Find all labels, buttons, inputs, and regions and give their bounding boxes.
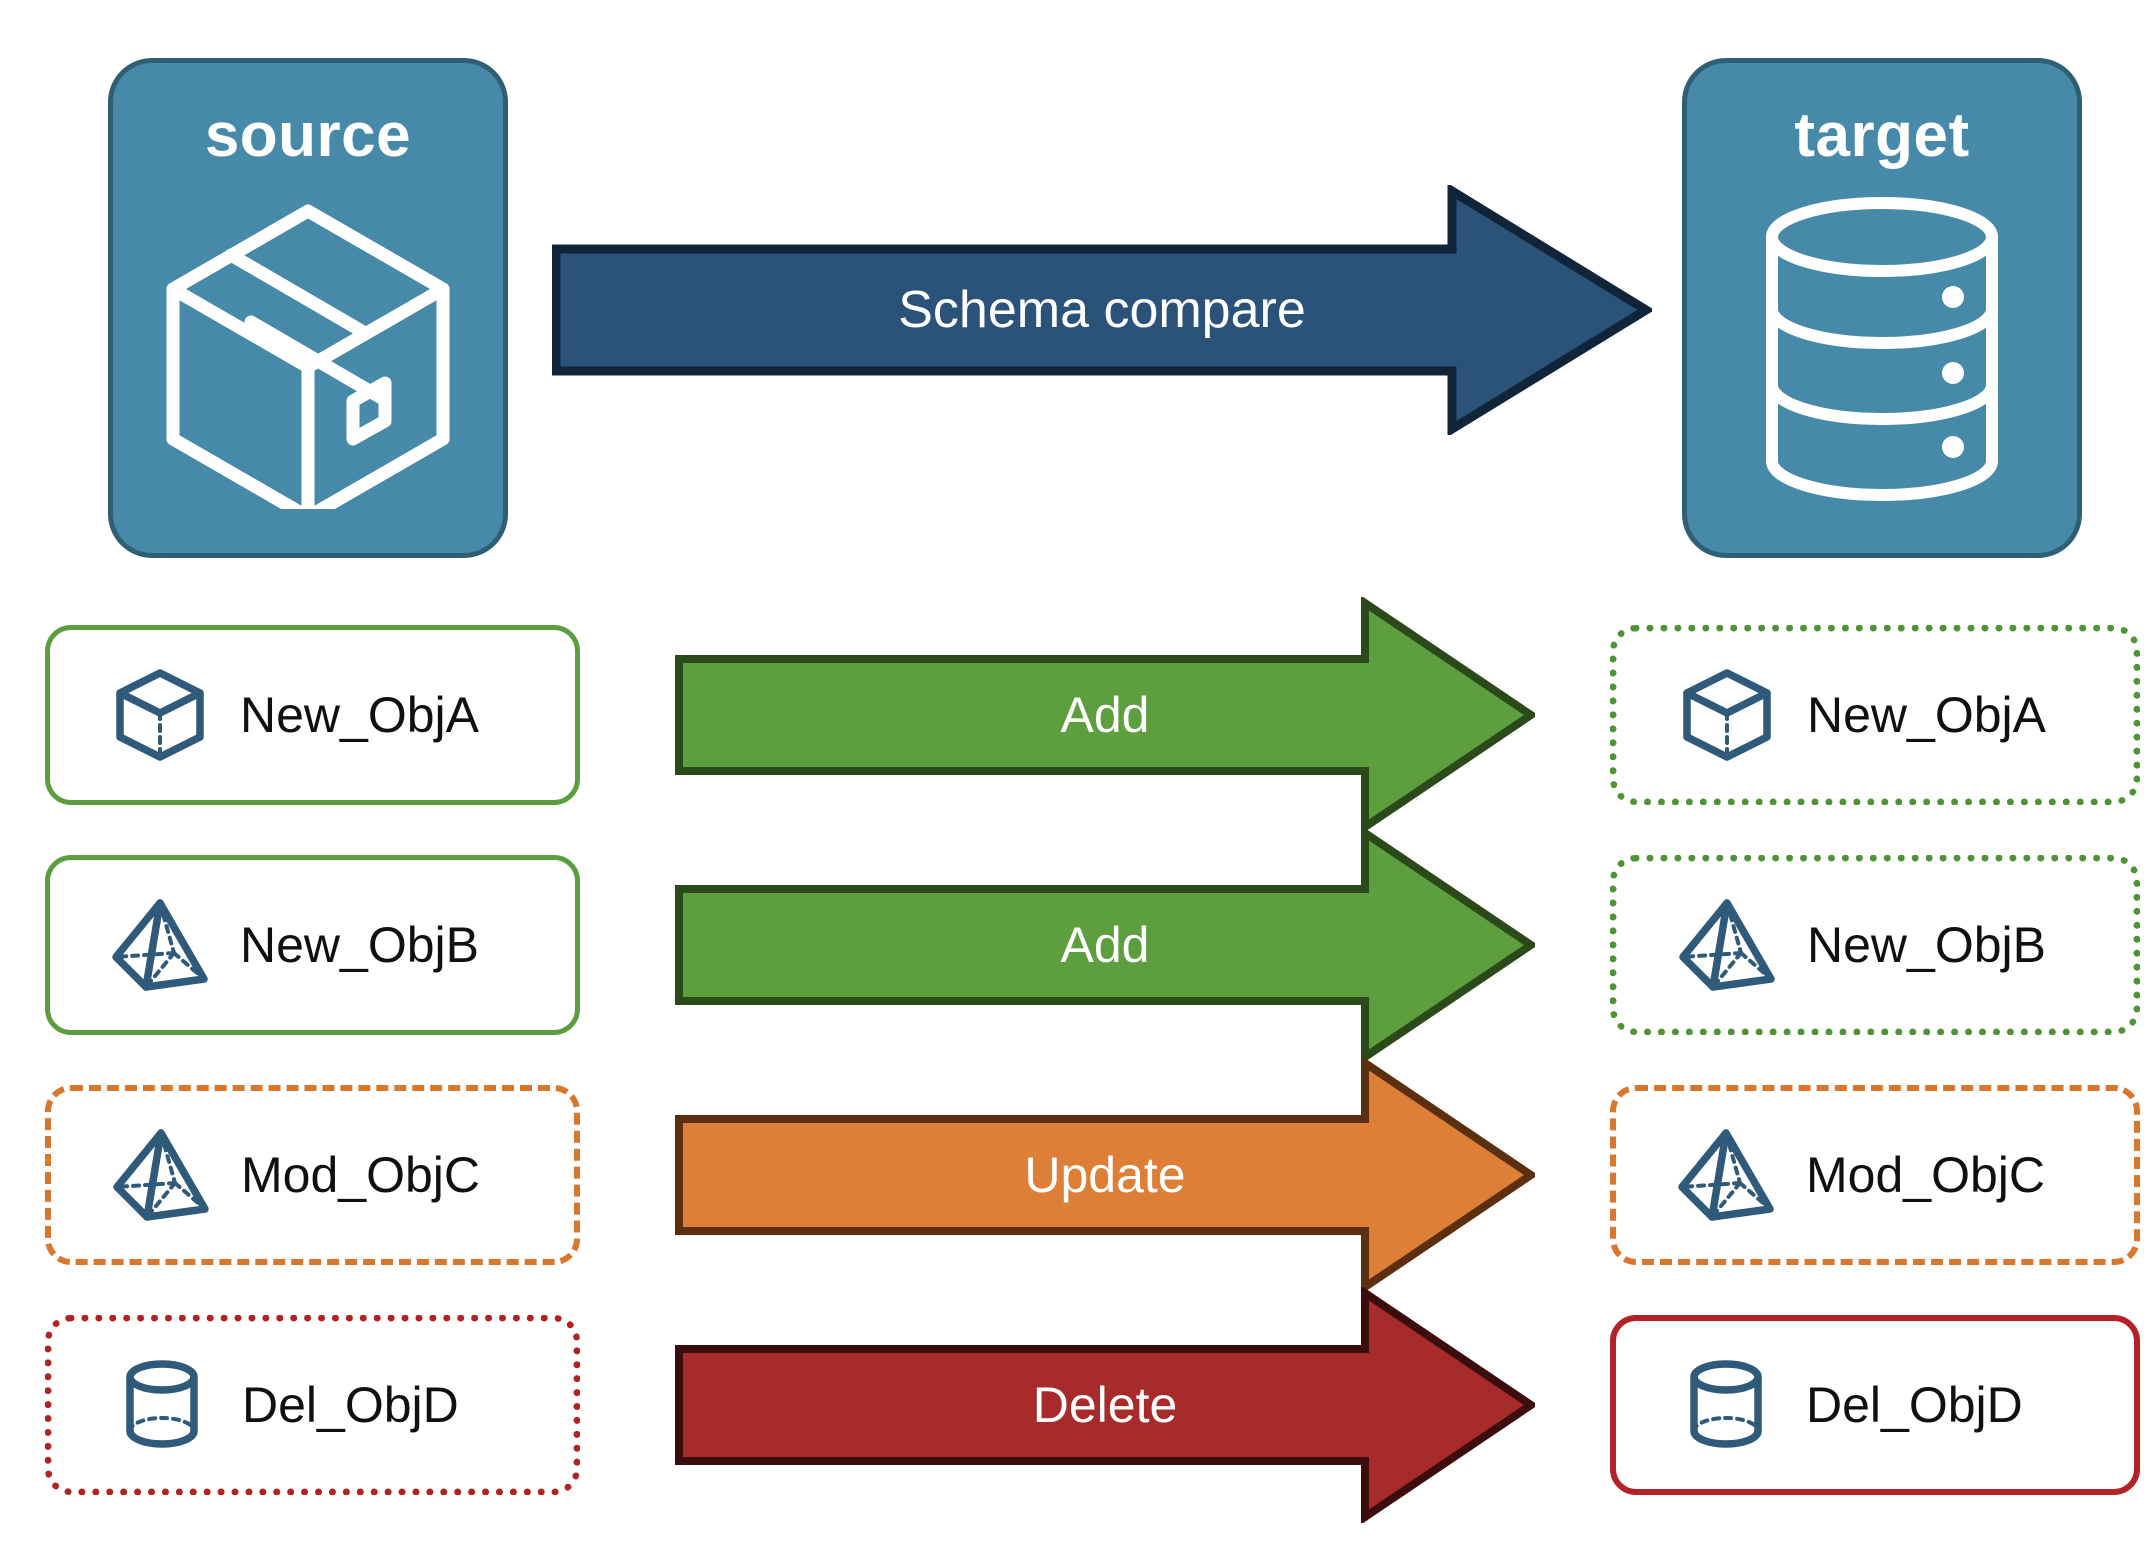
object-row: Del_ObjD Delete Del_ObjD (0, 1285, 2150, 1525)
package-box-icon (153, 189, 463, 524)
source-object-label: Mod_ObjC (241, 1147, 480, 1203)
update-arrow: Update (675, 1055, 1539, 1295)
pyramid-icon (108, 893, 212, 997)
source-object-card[interactable]: New_ObjA (45, 625, 580, 805)
target-object-label: Del_ObjD (1806, 1377, 2023, 1433)
cube-icon (1675, 663, 1779, 767)
object-row: Mod_ObjC Update (0, 1055, 2150, 1295)
source-object-label: Del_ObjD (242, 1377, 459, 1433)
source-title: source (204, 101, 412, 170)
source-object-card[interactable]: New_ObjB (45, 855, 580, 1035)
target-object-label: New_ObjB (1807, 917, 2046, 973)
pyramid-icon (109, 1123, 213, 1227)
cube-icon (108, 663, 212, 767)
delete-arrow: Delete (675, 1285, 1539, 1525)
source-object-label: New_ObjB (240, 917, 479, 973)
source-endpoint-card: source (108, 58, 508, 558)
target-object-card[interactable]: Mod_ObjC (1610, 1085, 2140, 1265)
database-cylinder-icon (1757, 189, 2007, 514)
cylinder-icon (1674, 1353, 1778, 1457)
source-object-label: New_ObjA (240, 687, 479, 743)
object-row: New_ObjA Add (0, 595, 2150, 835)
object-row: New_ObjB Add (0, 825, 2150, 1065)
target-object-card[interactable]: New_ObjB (1610, 855, 2140, 1035)
cylinder-icon (110, 1353, 214, 1457)
add-arrow: Add (675, 595, 1539, 835)
source-object-card[interactable]: Mod_ObjC (45, 1085, 580, 1265)
add-arrow: Add (675, 825, 1539, 1065)
target-object-label: Mod_ObjC (1806, 1147, 2045, 1203)
target-object-label: New_ObjA (1807, 687, 2046, 743)
schema-compare-arrow: Schema compare (551, 182, 1655, 438)
target-object-card[interactable]: Del_ObjD (1610, 1315, 2140, 1495)
pyramid-icon (1675, 893, 1779, 997)
target-endpoint-card: target (1682, 58, 2082, 558)
target-object-card[interactable]: New_ObjA (1610, 625, 2140, 805)
pyramid-icon (1674, 1123, 1778, 1227)
source-object-card[interactable]: Del_ObjD (45, 1315, 580, 1495)
target-title: target (1794, 101, 1970, 170)
